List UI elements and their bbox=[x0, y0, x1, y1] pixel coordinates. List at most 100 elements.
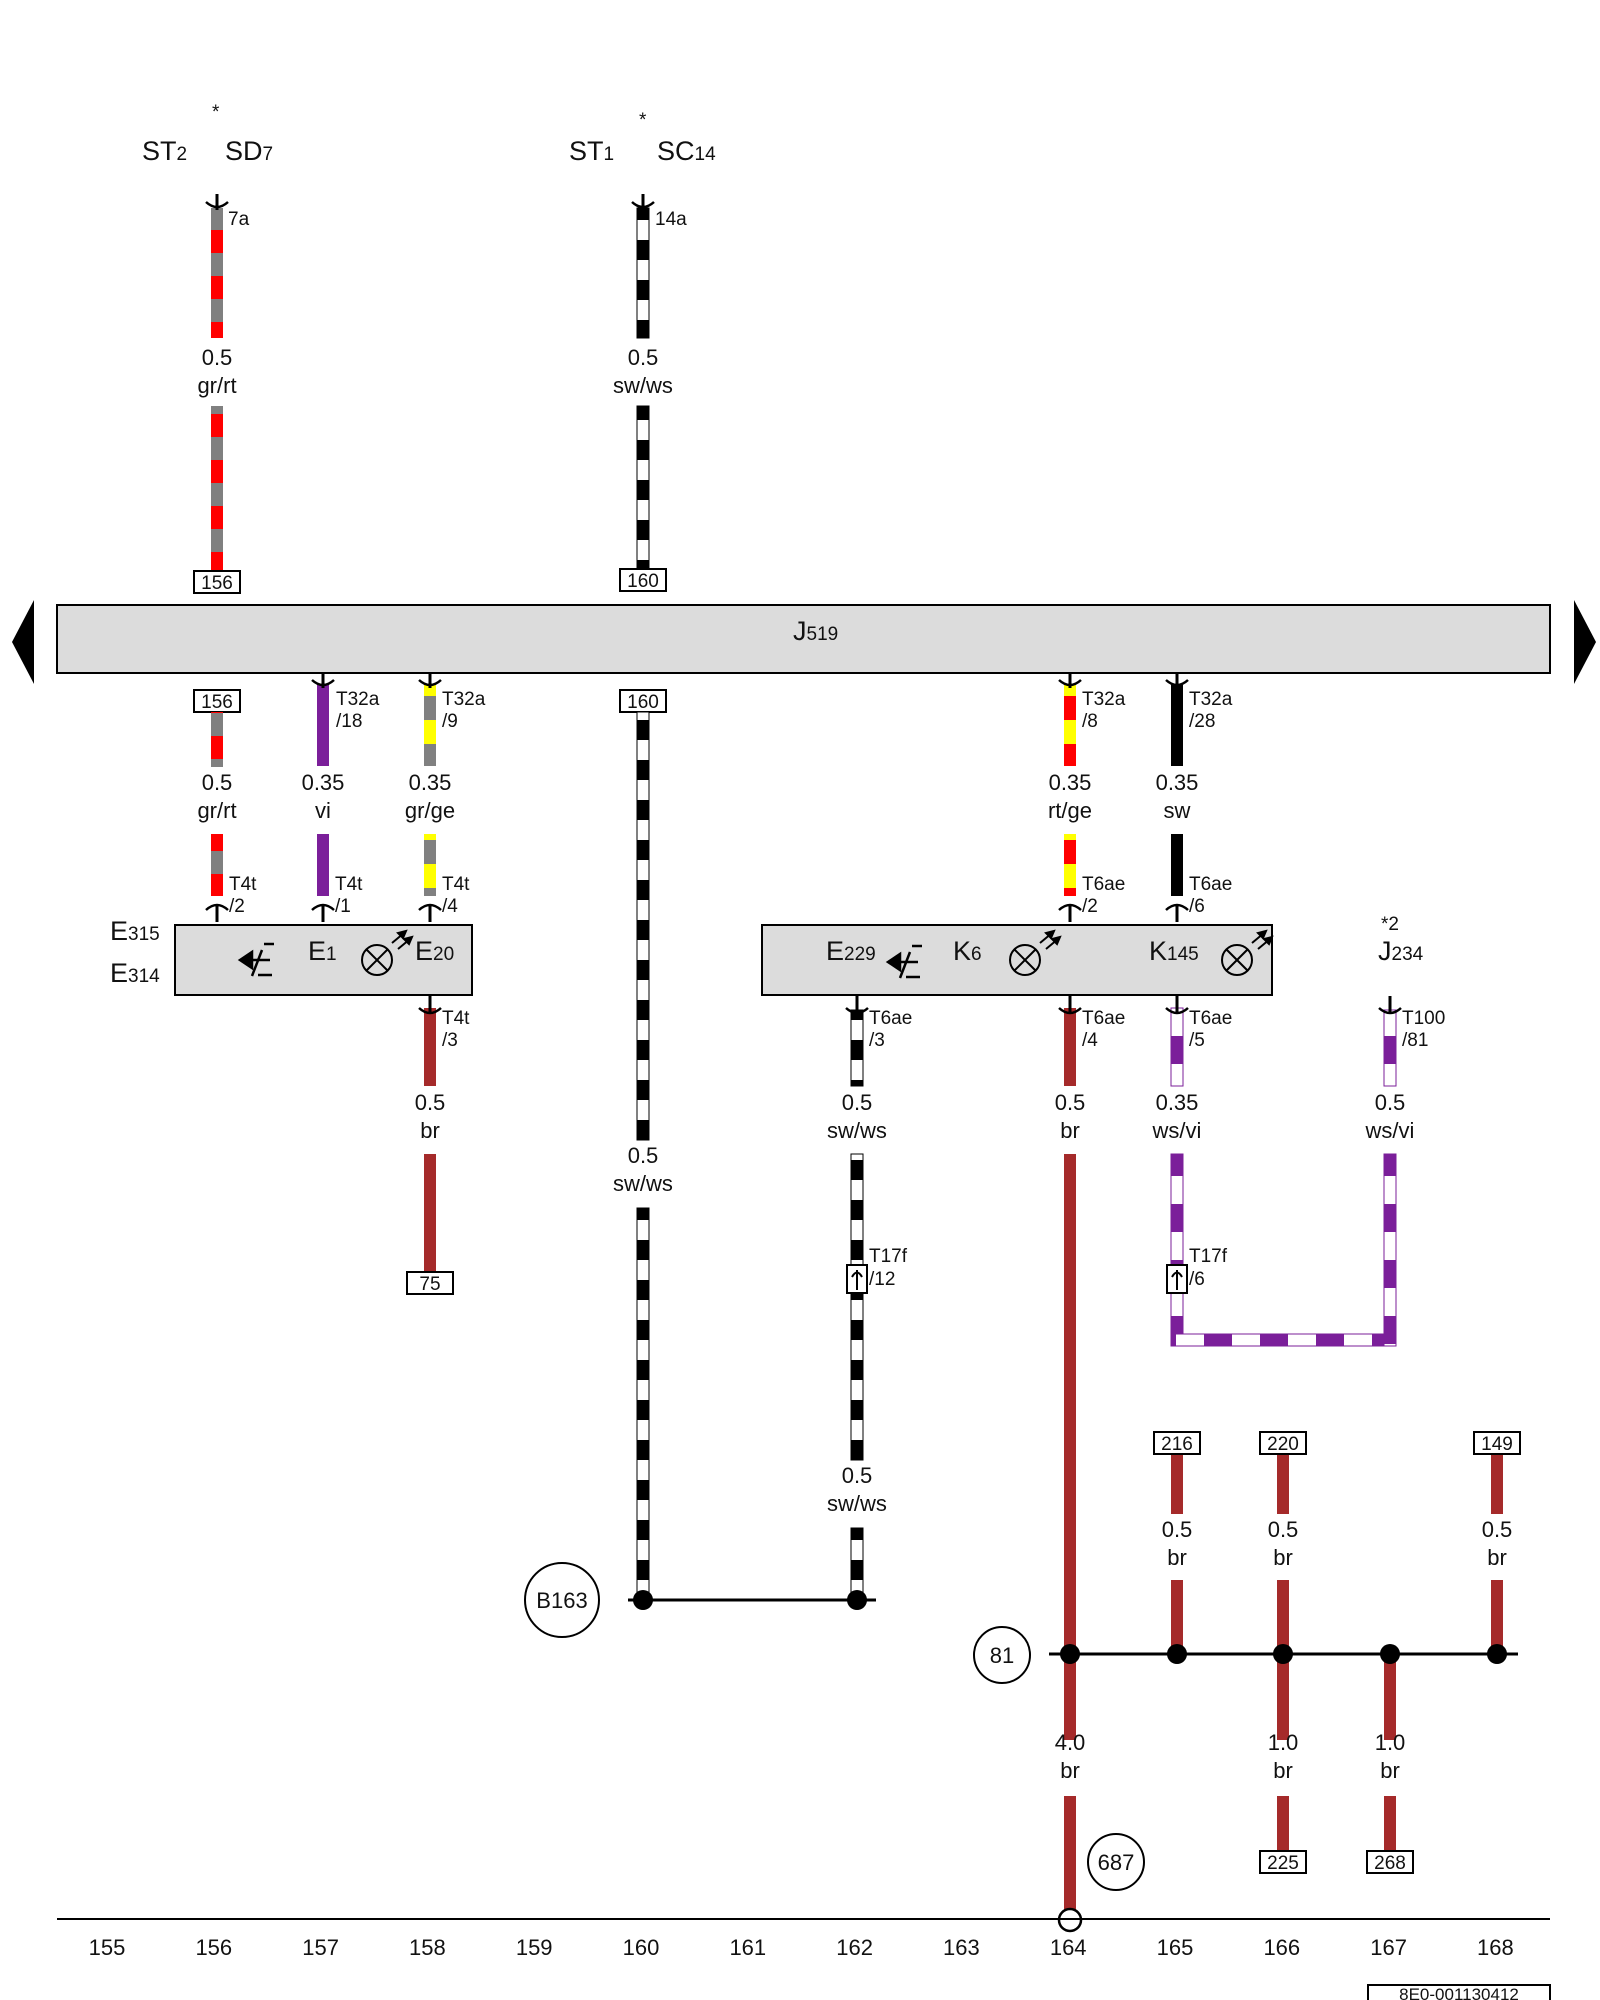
wire-size-label: 0.5 bbox=[1268, 1517, 1299, 1542]
wire-162 bbox=[846, 1009, 868, 1601]
component-e229: E229 bbox=[826, 936, 876, 966]
svg-text:225: 225 bbox=[1267, 1853, 1299, 1874]
c81-label: 81 bbox=[990, 1643, 1014, 1668]
switch-box-e1: E1 E20 bbox=[174, 924, 473, 996]
connector-label: T6ae bbox=[1082, 1008, 1125, 1029]
wire-color-label: ws/vi bbox=[1152, 1118, 1202, 1143]
wire-size-label: 0.5 bbox=[202, 345, 233, 370]
wire-size-label: 0.35 bbox=[1156, 770, 1199, 795]
ref-boxes-lower: 216 220 149 225 268 bbox=[1153, 1431, 1521, 1874]
wire-labels: 0.5gr/rt0.5sw/ws0.5gr/rt0.35vi0.35gr/ge0… bbox=[197, 345, 1512, 1783]
connector-label: T6ae bbox=[1189, 1008, 1232, 1029]
supply-st1-sc14: * ST1 SC14 14a bbox=[569, 110, 716, 230]
supply-b-label: SC14 bbox=[657, 136, 716, 166]
supply-a-label: ST1 bbox=[569, 136, 614, 166]
wire-color-label: br bbox=[1273, 1758, 1293, 1783]
c687-label: 687 bbox=[1098, 1850, 1135, 1875]
connector-pin: /3 bbox=[442, 1030, 458, 1051]
wire-156-lower: 156 bbox=[193, 689, 241, 896]
connector-pin: /4 bbox=[1082, 1030, 1098, 1051]
component-e314: E314 bbox=[110, 958, 160, 988]
control-unit-j519: J519 bbox=[12, 600, 1596, 684]
wire-158: 75 bbox=[406, 684, 454, 1295]
connector-pin: /3 bbox=[869, 1030, 885, 1051]
connector-label: T32a bbox=[1082, 689, 1126, 710]
switch-box-e229: E229 K6 K145 bbox=[761, 924, 1274, 996]
connector-pin: /2 bbox=[229, 896, 245, 917]
wire-size-label: 0.5 bbox=[628, 345, 659, 370]
connector-pin: /4 bbox=[442, 896, 458, 917]
wire-color-label: gr/rt bbox=[197, 373, 236, 398]
connector-labels: T32a /18 T32a /9 T32a /8 T32a /28 T4t /2… bbox=[229, 689, 1445, 1290]
connector-label: T17f bbox=[869, 1246, 908, 1267]
column-number: 162 bbox=[836, 1935, 873, 1960]
connector-label: T4t bbox=[442, 874, 470, 895]
wire-size-label: 0.35 bbox=[1156, 1090, 1199, 1115]
component-e20: E20 bbox=[415, 936, 454, 966]
wire-color-label: sw/ws bbox=[827, 1118, 887, 1143]
ref-box-160-top: 160 bbox=[619, 568, 667, 592]
wire-156-upper bbox=[211, 208, 223, 574]
column-number: 166 bbox=[1263, 1935, 1300, 1960]
lamp-icon bbox=[1009, 929, 1062, 976]
connector-label: T32a bbox=[442, 689, 486, 710]
column-number: 158 bbox=[409, 1935, 446, 1960]
connector-pin: /6 bbox=[1189, 1269, 1205, 1290]
wire-size-label: 0.5 bbox=[628, 1143, 659, 1168]
wire-color-label: sw/ws bbox=[827, 1491, 887, 1516]
wire-color-label: br bbox=[1273, 1545, 1293, 1570]
wire-size-label: 0.5 bbox=[202, 770, 233, 795]
wire-size-label: 0.5 bbox=[842, 1463, 873, 1488]
wire-size-label: 0.5 bbox=[1055, 1090, 1086, 1115]
supply-b-label: SD7 bbox=[225, 136, 273, 166]
ground-687: 687 bbox=[1057, 1833, 1145, 1933]
component-k145: K145 bbox=[1149, 936, 1199, 966]
wire-157 bbox=[317, 684, 329, 896]
column-number: 161 bbox=[729, 1935, 766, 1960]
svg-text:75: 75 bbox=[419, 1274, 440, 1295]
column-number: 163 bbox=[943, 1935, 980, 1960]
connector-pin: /18 bbox=[336, 711, 362, 732]
column-number: 164 bbox=[1050, 1935, 1087, 1960]
connector-pin: /8 bbox=[1082, 711, 1098, 732]
pin-label: 14a bbox=[655, 209, 687, 230]
column-number: 157 bbox=[302, 1935, 339, 1960]
connector-pin: /5 bbox=[1189, 1030, 1205, 1051]
page-next-arrow[interactable] bbox=[1574, 600, 1596, 684]
svg-text:156: 156 bbox=[201, 692, 233, 713]
wire-165 bbox=[1166, 684, 1396, 1347]
column-number: 160 bbox=[623, 1935, 660, 1960]
wire-size-label: 0.5 bbox=[415, 1090, 446, 1115]
j519-label: J519 bbox=[793, 616, 838, 646]
svg-text:160: 160 bbox=[627, 571, 659, 592]
wire-color-label: br bbox=[1060, 1758, 1080, 1783]
wire-size-label: 0.5 bbox=[842, 1090, 873, 1115]
wire-size-label: 0.5 bbox=[1162, 1517, 1193, 1542]
wire-size-label: 0.35 bbox=[409, 770, 452, 795]
svg-text:216: 216 bbox=[1161, 1434, 1193, 1455]
column-number: 156 bbox=[195, 1935, 232, 1960]
svg-text:149: 149 bbox=[1481, 1434, 1513, 1455]
svg-text:268: 268 bbox=[1374, 1853, 1406, 1874]
connector-label: T4t bbox=[335, 874, 363, 895]
wire-color-label: sw bbox=[1164, 798, 1191, 823]
wire-color-label: sw/ws bbox=[613, 1171, 673, 1196]
wire-color-label: br bbox=[1060, 1118, 1080, 1143]
connector-pin: /9 bbox=[442, 711, 458, 732]
wire-size-label: 0.35 bbox=[302, 770, 345, 795]
junction-81: 81 bbox=[973, 1626, 1518, 1684]
wire-color-label: br bbox=[1167, 1545, 1187, 1570]
connector-pin: /6 bbox=[1189, 896, 1205, 917]
component-k6: K6 bbox=[953, 936, 982, 966]
connector-pin: /81 bbox=[1402, 1030, 1428, 1051]
column-number: 168 bbox=[1477, 1935, 1514, 1960]
page-prev-arrow[interactable] bbox=[12, 600, 34, 684]
fuse-star: * bbox=[639, 110, 647, 131]
wire-color-label: rt/ge bbox=[1048, 798, 1092, 823]
wire-size-label: 4.0 bbox=[1055, 1730, 1086, 1755]
connector-label: T32a bbox=[336, 689, 380, 710]
connector-label: T4t bbox=[229, 874, 257, 895]
connector-label: T6ae bbox=[869, 1008, 912, 1029]
